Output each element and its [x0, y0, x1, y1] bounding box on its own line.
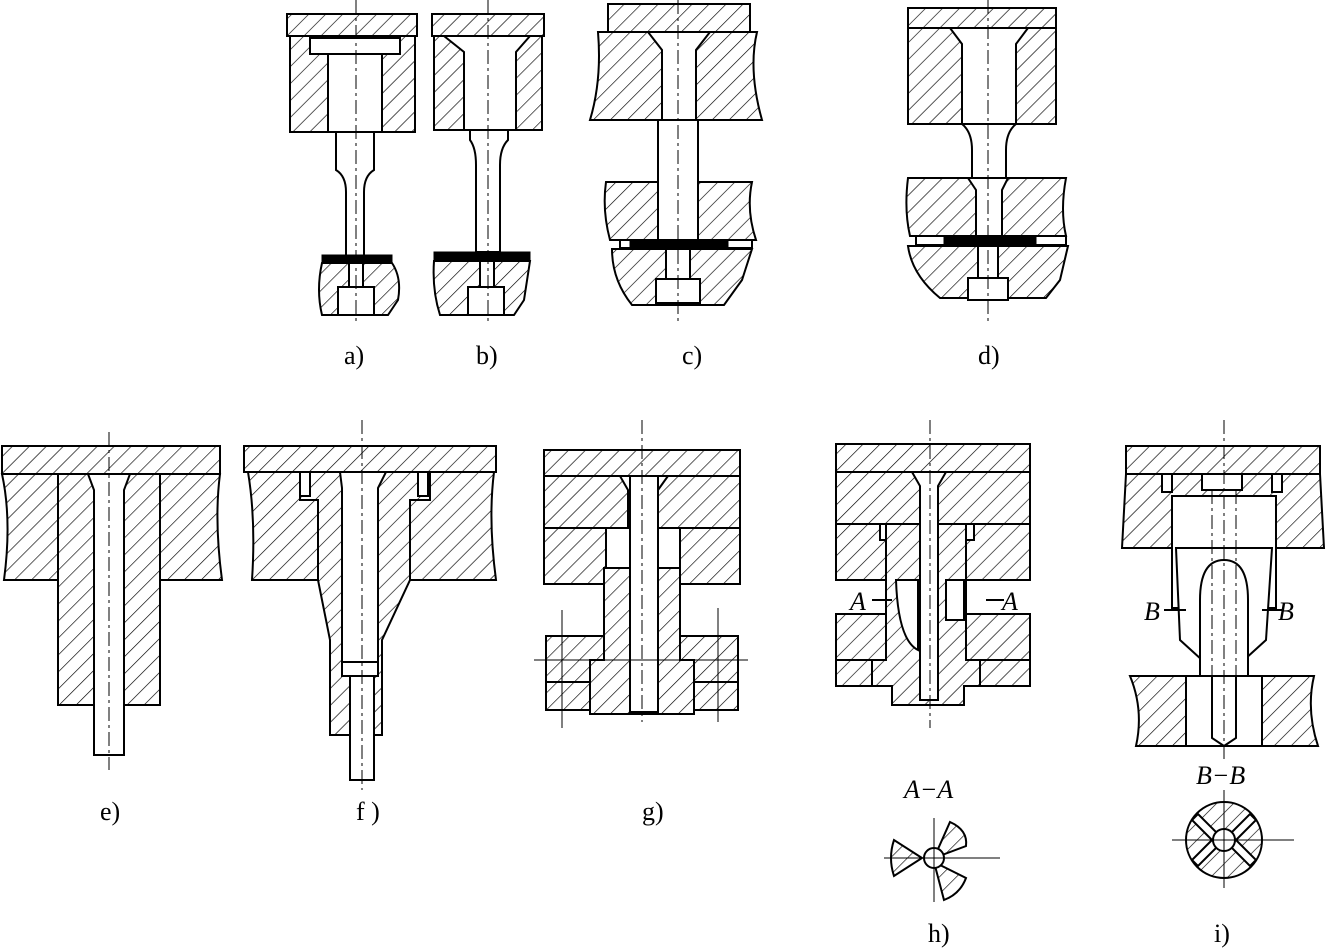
figure-a	[286, 0, 418, 325]
caption-h: h)	[928, 919, 950, 948]
caption-g: g)	[642, 797, 664, 826]
section-b-view	[1172, 790, 1294, 888]
caption-i: i)	[1214, 919, 1230, 948]
caption-e: e)	[100, 797, 120, 826]
figure-g	[534, 420, 748, 728]
section-b-right-letter: B	[1278, 597, 1294, 626]
section-b-left-letter: B	[1144, 597, 1160, 626]
section-b-title: B−B	[1196, 761, 1245, 790]
figure-f	[243, 420, 498, 790]
caption-b: b)	[476, 341, 498, 370]
caption-d: d)	[978, 341, 1000, 370]
section-a-left-letter: A	[848, 587, 866, 616]
figure-i: B B B−B	[1120, 420, 1326, 888]
figure-b	[431, 0, 545, 325]
section-a-view	[884, 818, 1000, 902]
caption-f: f )	[356, 797, 380, 826]
figure-e	[0, 432, 224, 770]
section-a-right-letter: A	[1000, 587, 1018, 616]
caption-c: c)	[682, 341, 702, 370]
figure-h: A A A−A	[835, 420, 1031, 902]
caption-a: a)	[344, 341, 364, 370]
figure-c	[588, 0, 764, 325]
section-a-title: A−A	[902, 775, 953, 804]
figure-d	[905, 0, 1070, 325]
